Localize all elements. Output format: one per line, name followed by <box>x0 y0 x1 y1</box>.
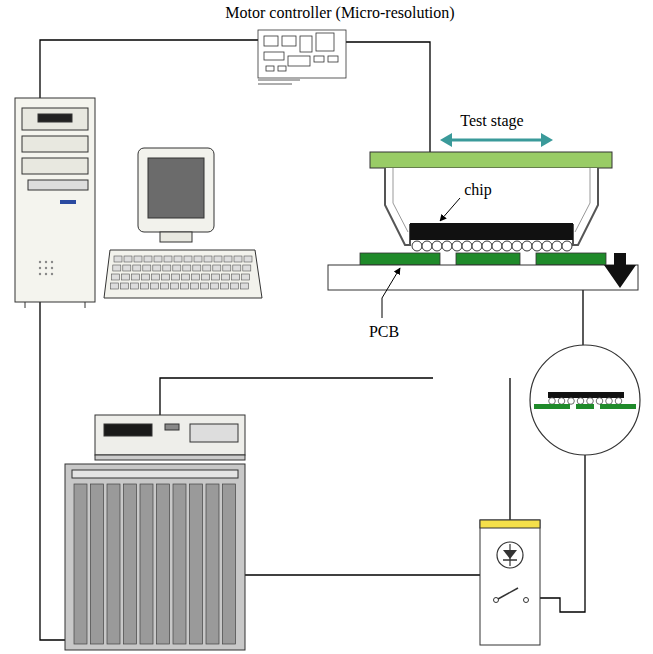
switch-box <box>480 520 540 645</box>
chip-leader <box>440 198 460 221</box>
computer-tower <box>15 98 95 308</box>
chip-label: chip <box>464 181 492 199</box>
test-stage <box>328 133 638 290</box>
controller-label: Motor controller (Micro-resolution) <box>225 4 454 22</box>
keyboard <box>104 250 262 298</box>
pcb-label: PCB <box>369 323 399 341</box>
instrument-rack <box>65 464 245 650</box>
pcb <box>360 253 440 265</box>
motor-controller-card <box>258 30 346 84</box>
stage-label: Test stage <box>460 112 523 130</box>
measurement-instrument <box>95 415 245 460</box>
chip <box>410 223 573 240</box>
monitor <box>138 148 214 242</box>
zoom-circle <box>530 345 640 455</box>
pcb-leader <box>382 268 400 318</box>
